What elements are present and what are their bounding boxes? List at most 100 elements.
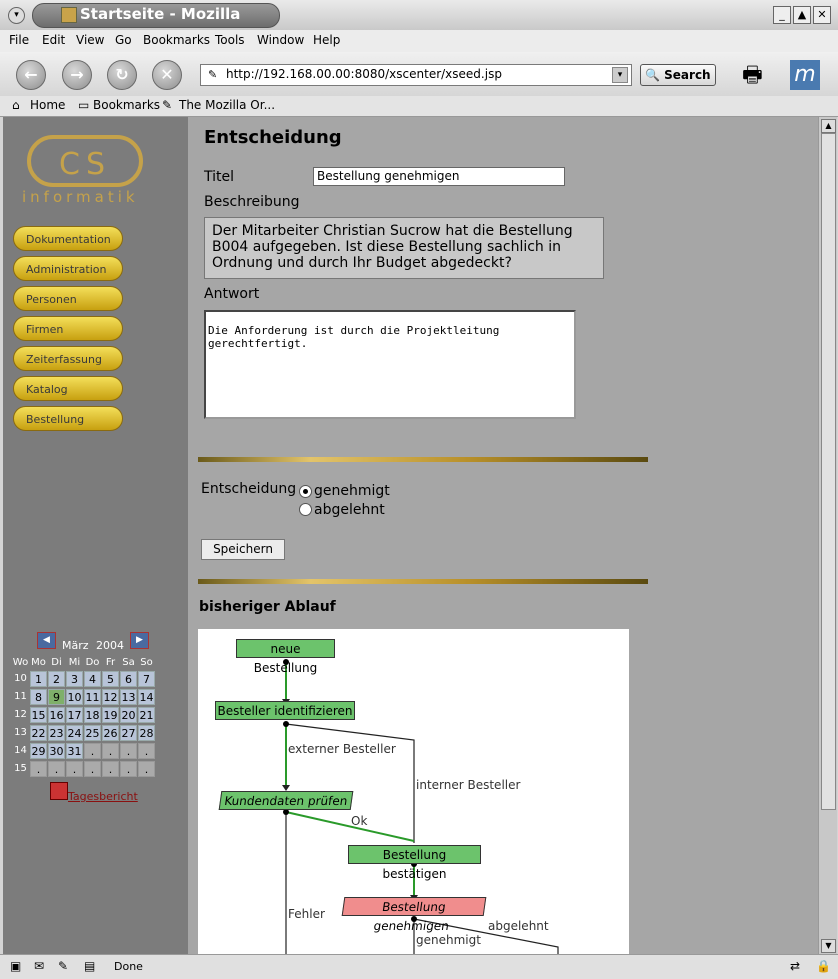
calendar-day[interactable]: 15 xyxy=(30,707,47,723)
calendar-day[interactable]: 22 xyxy=(30,725,47,741)
menu-go[interactable]: Go xyxy=(115,33,132,47)
history-heading: bisheriger Ablauf xyxy=(199,599,336,615)
radio-genehmigt[interactable] xyxy=(299,485,312,498)
calendar-day[interactable]: 16 xyxy=(48,707,65,723)
calendar-day[interactable]: 21 xyxy=(138,707,155,723)
calendar-day[interactable]: 28 xyxy=(138,725,155,741)
radio-abgelehnt-label[interactable]: abgelehnt xyxy=(314,502,385,518)
calendar-empty-day: . xyxy=(66,761,83,777)
menu-view[interactable]: View xyxy=(76,33,105,47)
home-icon: ⌂ xyxy=(12,98,20,112)
forward-icon[interactable]: → xyxy=(62,60,92,90)
nav-personen[interactable]: Personen xyxy=(13,286,123,311)
calendar-week-number: 13 xyxy=(14,727,27,738)
radio-abgelehnt[interactable] xyxy=(299,503,312,516)
menu-tools[interactable]: Tools xyxy=(215,33,245,47)
node-neue-bestellung: neue Bestellung xyxy=(236,639,335,675)
vertical-scrollbar[interactable]: ▲ ▼ xyxy=(818,117,837,954)
calendar-day[interactable]: 17 xyxy=(66,707,83,723)
calendar-day[interactable]: 8 xyxy=(30,689,47,705)
calendar-day[interactable]: 20 xyxy=(120,707,137,723)
tagesbericht-link[interactable]: Tagesbericht xyxy=(68,790,138,803)
bookmark-home[interactable]: Home xyxy=(30,98,66,112)
scroll-thumb[interactable] xyxy=(821,133,836,810)
calendar-day[interactable]: 30 xyxy=(48,743,65,759)
titel-input[interactable]: Bestellung genehmigen xyxy=(313,167,565,186)
url-text[interactable]: http://192.168.00.00:8080/xscenter/xseed… xyxy=(226,67,502,81)
maximize-icon[interactable]: ▲ xyxy=(793,6,811,24)
calendar-header: So xyxy=(140,657,153,668)
nav-administration[interactable]: Administration xyxy=(13,256,123,281)
calendar-day[interactable]: 25 xyxy=(84,725,101,741)
reload-icon[interactable]: ↻ xyxy=(107,60,137,90)
bookmark-mozilla[interactable]: The Mozilla Or... xyxy=(179,98,276,112)
calendar-header: Fr xyxy=(105,657,116,668)
url-dropdown-icon[interactable]: ▾ xyxy=(612,67,628,83)
antwort-label: Antwort xyxy=(204,286,260,302)
radio-genehmigt-label[interactable]: genehmigt xyxy=(314,483,390,499)
calendar-day[interactable]: 3 xyxy=(66,671,83,687)
entscheidung-label: Entscheidung xyxy=(201,481,297,497)
nav-bestellung[interactable]: Bestellung xyxy=(13,406,123,431)
menu-file[interactable]: File xyxy=(9,33,30,47)
calendar-day[interactable]: 18 xyxy=(84,707,101,723)
calendar-day[interactable]: 10 xyxy=(66,689,83,705)
stop-icon[interactable]: ✕ xyxy=(152,60,182,90)
calendar-day[interactable]: 1 xyxy=(30,671,47,687)
minimize-icon[interactable]: _ xyxy=(773,6,791,24)
addressbook-icon[interactable]: ▤ xyxy=(84,959,96,973)
calendar-day[interactable]: 12 xyxy=(102,689,119,705)
calendar-header: Wo xyxy=(12,657,29,668)
menubar: File Edit View Go Bookmarks Tools Window… xyxy=(0,30,838,52)
edge-label-interner: interner Besteller xyxy=(416,778,521,792)
calendar-prev-icon[interactable]: ◀ xyxy=(37,632,56,649)
edge-label-fehler: Fehler xyxy=(288,907,325,921)
url-bar[interactable] xyxy=(200,64,632,86)
bookmark-bookmarks[interactable]: Bookmarks xyxy=(93,98,161,112)
edge-n2-n4 xyxy=(285,723,415,843)
calendar-day[interactable]: 19 xyxy=(102,707,119,723)
scroll-down-icon[interactable]: ▼ xyxy=(821,939,836,953)
nav-firmen[interactable]: Firmen xyxy=(13,316,123,341)
page-title: Entscheidung xyxy=(204,127,342,148)
calendar-day[interactable]: 6 xyxy=(120,671,137,687)
navigator-icon[interactable]: ▣ xyxy=(10,959,22,973)
close-icon[interactable]: ✕ xyxy=(813,6,831,24)
menu-edit[interactable]: Edit xyxy=(42,33,66,47)
nav-katalog[interactable]: Katalog xyxy=(13,376,123,401)
search-button[interactable]: 🔍 Search xyxy=(640,64,716,86)
calendar-day[interactable]: 24 xyxy=(66,725,83,741)
calendar-day[interactable]: 27 xyxy=(120,725,137,741)
edge-dot xyxy=(283,659,289,665)
calendar-header: Sa xyxy=(122,657,135,668)
calendar-next-icon[interactable]: ▶ xyxy=(130,632,149,649)
print-icon[interactable]: 🖶 xyxy=(742,63,763,88)
calendar-day[interactable]: 5 xyxy=(102,671,119,687)
window-menu-icon[interactable]: ▾ xyxy=(8,7,25,24)
nav-zeiterfassung[interactable]: Zeiterfassung xyxy=(13,346,123,371)
calendar-day[interactable]: 23 xyxy=(48,725,65,741)
scroll-up-icon[interactable]: ▲ xyxy=(821,119,836,133)
calendar-day[interactable]: 13 xyxy=(120,689,137,705)
calendar-day[interactable]: 7 xyxy=(138,671,155,687)
calendar-day[interactable]: 2 xyxy=(48,671,65,687)
calendar-day[interactable]: 11 xyxy=(84,689,101,705)
arrowhead xyxy=(282,785,290,791)
menu-help[interactable]: Help xyxy=(313,33,341,47)
calendar-day[interactable]: 9 xyxy=(48,689,65,705)
calendar-day[interactable]: 4 xyxy=(84,671,101,687)
nav-dokumentation[interactable]: Dokumentation xyxy=(13,226,123,251)
menu-window[interactable]: Window xyxy=(257,33,305,47)
save-button[interactable]: Speichern xyxy=(201,539,285,560)
calendar-day[interactable]: 14 xyxy=(138,689,155,705)
back-icon[interactable]: ← xyxy=(16,60,46,90)
calendar-day[interactable]: 31 xyxy=(66,743,83,759)
calendar-day[interactable]: 29 xyxy=(30,743,47,759)
menu-bookmarks[interactable]: Bookmarks xyxy=(143,33,211,47)
antwort-textarea[interactable]: Die Anforderung ist durch die Projektlei… xyxy=(204,310,576,419)
edge-label-abgelehnt: abgelehnt xyxy=(488,919,549,933)
calendar-week-number: 10 xyxy=(14,673,27,684)
mail-icon[interactable]: ✉ xyxy=(34,959,45,973)
calendar-day[interactable]: 26 xyxy=(102,725,119,741)
composer-icon[interactable]: ✎ xyxy=(58,959,69,973)
